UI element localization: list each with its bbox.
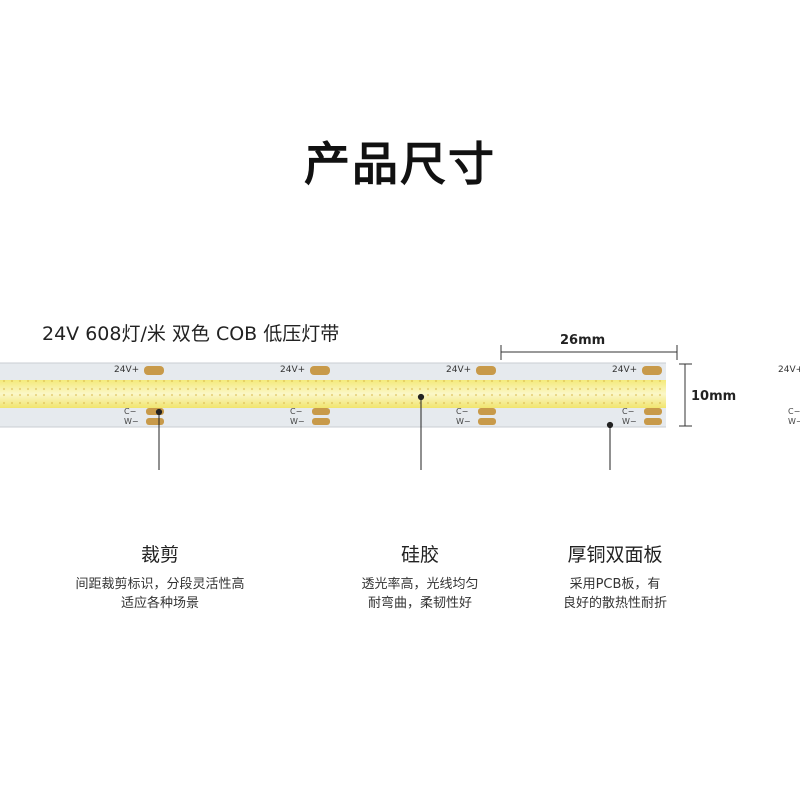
feature-pcb: 厚铜双面板 采用PCB板，有 良好的散热性耐折 xyxy=(520,540,710,613)
c-negative-marking: C− xyxy=(124,407,136,416)
feature-silicone-desc: 透光率高，光线均匀 耐弯曲，柔韧性好 xyxy=(361,577,479,611)
feature-silicone: 硅胶 透光率高，光线均匀 耐弯曲，柔韧性好 xyxy=(320,540,520,613)
copper-pad-w xyxy=(146,418,164,425)
copper-pad-w xyxy=(478,418,496,425)
copper-pad-positive xyxy=(144,366,164,375)
positive-marking: 24V+ xyxy=(280,365,305,375)
feature-cutting-title: 裁剪 xyxy=(140,544,179,566)
copper-pad-w xyxy=(644,418,662,425)
led-chip-pattern xyxy=(0,380,666,408)
c-negative-marking: C− xyxy=(290,407,302,416)
strip-height-label: 10mm xyxy=(691,389,737,404)
page-title: 产品尺寸 xyxy=(304,137,496,191)
width-dimension xyxy=(500,345,678,360)
positive-marking: 24V+ xyxy=(114,365,139,375)
led-strip-diagram: 24V+C−W−24V+C−W−24V+C−W−24V+C−W−24V+C−W− xyxy=(0,345,800,470)
c-negative-marking: C− xyxy=(622,407,634,416)
copper-pad-positive xyxy=(476,366,496,375)
c-negative-marking: C− xyxy=(456,407,468,416)
w-negative-marking: W− xyxy=(456,417,471,426)
strip-width-label: 26mm xyxy=(560,333,606,348)
copper-pad-c xyxy=(644,408,662,415)
copper-pad-w xyxy=(312,418,330,425)
positive-marking: 24V+ xyxy=(446,365,471,375)
copper-pad-c xyxy=(478,408,496,415)
feature-pcb-title: 厚铜双面板 xyxy=(567,544,663,566)
positive-marking: 24V+ xyxy=(778,365,800,375)
w-negative-marking: W− xyxy=(622,417,637,426)
w-negative-marking: W− xyxy=(788,417,800,426)
feature-pcb-desc: 采用PCB板，有 良好的散热性耐折 xyxy=(562,577,667,611)
strip-segments: 24V+C−W−24V+C−W−24V+C−W−24V+C−W−24V+C−W− xyxy=(114,365,800,426)
c-negative-marking: C− xyxy=(788,407,800,416)
product-name: 24V 608灯/米 双色 COB 低压灯带 xyxy=(42,323,340,345)
leader-lines xyxy=(155,393,614,470)
w-negative-marking: W− xyxy=(290,417,305,426)
feature-silicone-title: 硅胶 xyxy=(400,544,439,566)
copper-pad-c xyxy=(312,408,330,415)
w-negative-marking: W− xyxy=(124,417,139,426)
copper-pad-positive xyxy=(642,366,662,375)
height-dimension xyxy=(679,363,692,427)
positive-marking: 24V+ xyxy=(612,365,637,375)
feature-cutting: 裁剪 间距裁剪标识，分段灵活性高 适应各种场景 xyxy=(45,540,275,613)
copper-pad-positive xyxy=(310,366,330,375)
feature-cutting-desc: 间距裁剪标识，分段灵活性高 适应各种场景 xyxy=(75,577,245,611)
